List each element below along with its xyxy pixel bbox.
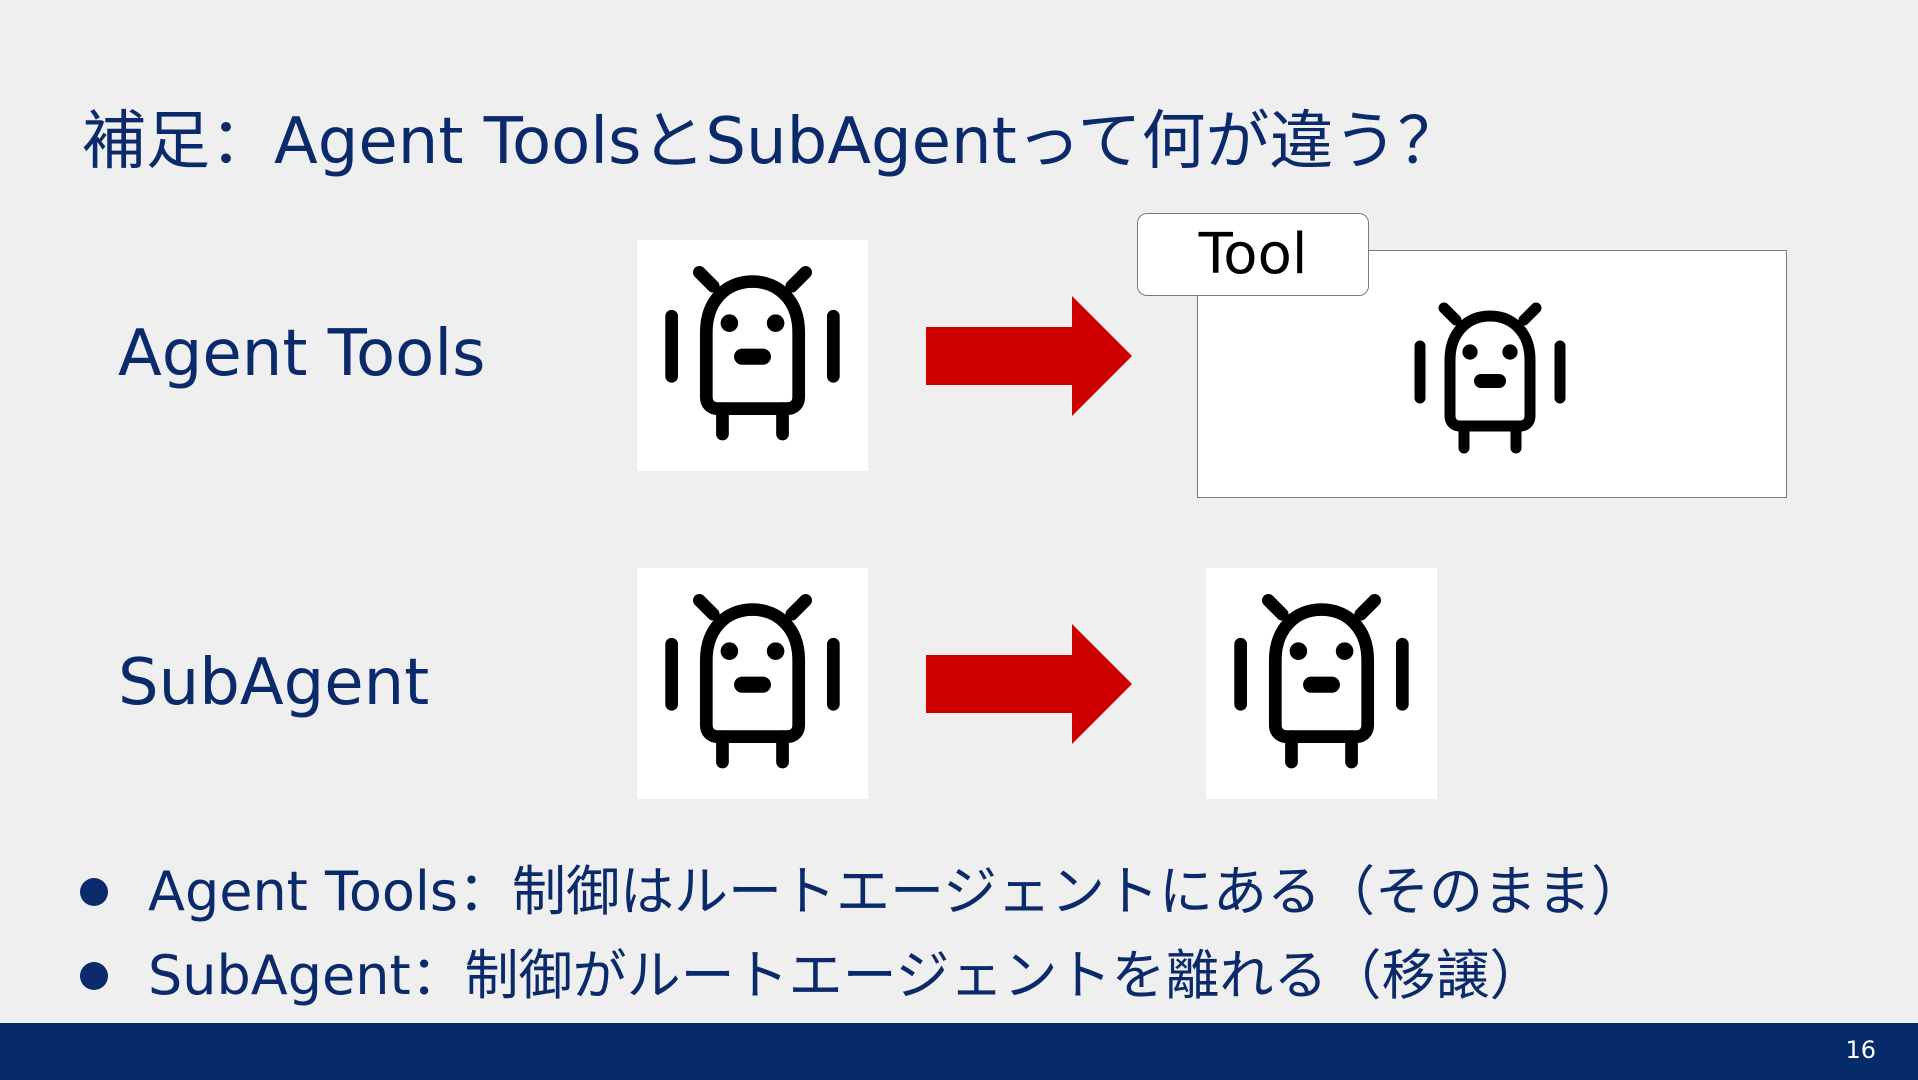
tool-robot [1390,280,1590,480]
robot-icon [1206,568,1437,799]
bullet-dot-icon [80,962,108,990]
root-agent-robot-box [637,240,868,471]
robot-icon [1390,280,1590,480]
bullet-text: SubAgent：制御がルートエージェントを離れる（移譲） [148,944,1544,1007]
slide-title: 補足：Agent ToolsとSubAgentって何が違う？ [82,105,1462,179]
tool-tab-label: Tool [1137,213,1369,296]
page-number: 16 [1845,1036,1876,1064]
bullet-dot-icon [80,878,108,906]
footer-bar: 16 [0,1023,1918,1080]
subagent-robot-box [1206,568,1437,799]
robot-icon [637,568,868,799]
bullet-item: Agent Tools：制御はルートエージェントにある（そのまま） [76,850,1645,934]
bullet-item: SubAgent：制御がルートエージェントを離れる（移譲） [76,934,1645,1018]
row-label-agent-tools: Agent Tools [118,317,486,391]
row-label-subagent: SubAgent [118,646,430,720]
root-agent-robot-box [637,568,868,799]
right-arrow-icon [926,296,1132,416]
bullet-list: Agent Tools：制御はルートエージェントにある（そのまま） SubAge… [76,850,1645,1018]
right-arrow-icon [926,624,1132,744]
robot-icon [637,240,868,471]
bullet-text: Agent Tools：制御はルートエージェントにある（そのまま） [148,860,1645,923]
